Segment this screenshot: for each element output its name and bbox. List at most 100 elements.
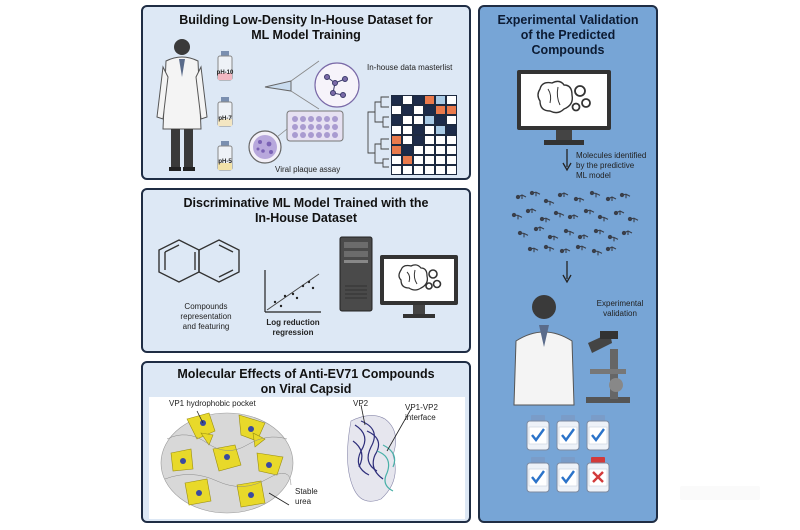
ph-bottle-icon (217, 51, 233, 81)
ph-label: pH-10 (216, 70, 234, 76)
heatmap-cell (435, 145, 446, 155)
heatmap-cell (402, 105, 413, 115)
experimental-validation-panel: Experimental Validation of the Predicted… (478, 5, 658, 523)
regression-label: Log reduction regression (266, 318, 320, 337)
rejected-bottle-icon (586, 457, 610, 493)
heatmap-cell (413, 125, 424, 135)
heatmap-cell (391, 105, 402, 115)
validated-bottle-icon (526, 415, 550, 451)
regression-plot-icon (264, 270, 321, 313)
molecule-icon (557, 192, 569, 198)
heatmap-cell (402, 125, 413, 135)
validated-bottle-icon (526, 457, 550, 493)
heatmap-cell (402, 115, 413, 125)
heatmap-cell (391, 115, 402, 125)
heatmap-cell (435, 115, 446, 125)
molecule-icon (525, 208, 537, 214)
scientist-figure (156, 39, 208, 171)
molecule-icon (613, 210, 625, 216)
heatmap-cell (402, 145, 413, 155)
heatmap-cell (446, 115, 457, 125)
ml-training-panel: Discriminative ML Model Trained with the… (141, 188, 471, 353)
molecule-icon (589, 190, 601, 198)
plaque-plate-icon (248, 110, 344, 164)
heatmap-cell (446, 95, 457, 105)
molecule-icon (517, 230, 529, 238)
molecule-icon (567, 214, 579, 220)
panel-title: Molecular Effects of Anti-EV71 Compounds… (177, 367, 435, 396)
heatmap-cell (413, 145, 424, 155)
heatmap-cell (424, 105, 435, 115)
heatmap-cell (424, 115, 435, 125)
molecule-icon (577, 234, 589, 240)
molecule-icon (515, 194, 527, 200)
heatmap-cell (446, 135, 457, 145)
heatmap-cell (391, 155, 402, 165)
heatmap-cell (402, 95, 413, 105)
down-arrow-icon (562, 261, 572, 284)
molecule-icon (553, 210, 565, 218)
molecule-icon (619, 192, 631, 199)
molecule-icon (583, 208, 595, 215)
capsid-structure-left (160, 410, 294, 514)
molecule-icon (621, 230, 633, 236)
heatmap-cell (391, 95, 402, 105)
heatmap-cell (391, 165, 402, 175)
heatmap-cell (424, 155, 435, 165)
validated-bottle-icon (556, 415, 580, 451)
molecules-cluster-icon (511, 190, 639, 256)
heatmap-cell (413, 115, 424, 125)
watermark (680, 486, 760, 500)
dataset-building-panel: Building Low-Density In-House Dataset fo… (141, 5, 471, 180)
molecule-icon (533, 226, 545, 232)
heatmap-cell (446, 145, 457, 155)
molecule-icon (563, 228, 575, 236)
ph-bottle-icon (217, 97, 233, 127)
heatmap-cell (424, 125, 435, 135)
dendrogram-icon (367, 96, 389, 168)
heatmap-cell (424, 145, 435, 155)
vp2-label: VP2 (353, 399, 369, 408)
stable-urea-label: Stable urea (295, 487, 318, 506)
molecule-icon (591, 248, 603, 256)
panel-title: Experimental Validation of the Predicted… (497, 13, 639, 57)
heatmap-cell (391, 135, 402, 145)
ph-label: pH-5 (218, 159, 232, 165)
molecule-icon (543, 198, 555, 206)
molecule-icon (539, 216, 551, 223)
panel-title: Discriminative ML Model Trained with the… (183, 196, 429, 225)
heatmap-cell (391, 145, 402, 155)
heatmap-cell (435, 125, 446, 135)
monitor-brain-icon (380, 255, 458, 318)
molecule-icon (627, 216, 639, 223)
pocket-label: VP1 hydrophobic pocket (169, 399, 256, 408)
heatmap-cell (402, 135, 413, 145)
heatmap-cell (424, 165, 435, 175)
molecule-icon (575, 244, 587, 251)
heatmap-cell (446, 125, 457, 135)
validated-bottle-icon (556, 457, 580, 493)
monitor-brain-icon (517, 70, 611, 145)
heatmap-cell (446, 155, 457, 165)
molecular-effects-panel: Molecular Effects of Anti-EV71 Compounds… (141, 361, 471, 523)
heatmap-cell (435, 155, 446, 165)
heatmap-cell (402, 155, 413, 165)
naphthalene-structure-icon (158, 239, 240, 283)
heatmap-cell (435, 135, 446, 145)
heatmap-cell (446, 105, 457, 115)
heatmap-cell (413, 155, 424, 165)
heatmap-cell (435, 165, 446, 175)
heatmap-cell (435, 105, 446, 115)
heatmap-cell (435, 95, 446, 105)
interface-label: VP1-VP2 interface (405, 403, 438, 422)
heatmap-cell (391, 125, 402, 135)
molecule-icon (529, 190, 541, 197)
heatmap-cell (424, 95, 435, 105)
masterlist-label: In-house data masterlist (367, 63, 453, 72)
heatmap-cell (402, 165, 413, 175)
ph-label: pH-7 (218, 116, 232, 122)
compounds-label: Compounds representation and featuring (180, 302, 232, 331)
molecule-icon (511, 212, 523, 220)
vp2-structure (347, 404, 412, 502)
plaque-assay-label: Viral plaque assay (275, 165, 341, 174)
